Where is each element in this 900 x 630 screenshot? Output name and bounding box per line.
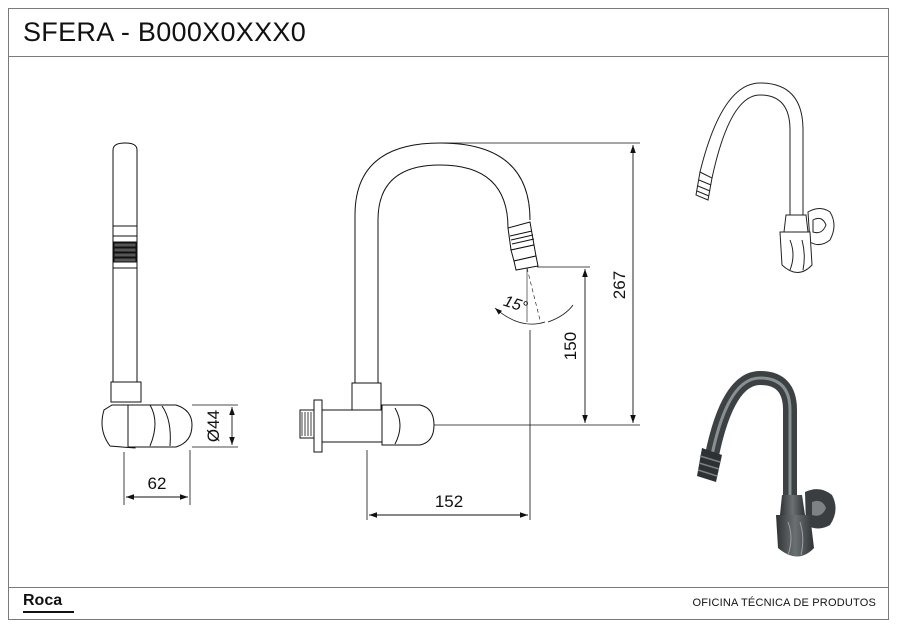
front-view (299, 142, 640, 520)
isometric-shaded-view (697, 370, 836, 557)
side-view (101, 142, 238, 505)
isometric-line-view (695, 82, 835, 273)
drawing-sheet: SFERA - B000X0XXX0 Roca OFICINA TÉCNICA … (8, 8, 889, 620)
drawing-title: SFERA - B000X0XXX0 (23, 17, 307, 47)
title-block: SFERA - B000X0XXX0 (9, 9, 888, 57)
dim-reach-152: 152 (435, 492, 463, 511)
brand-underline (23, 611, 74, 613)
dim-angle-15: 15° (501, 293, 530, 317)
dim-total-height-267: 267 (610, 271, 629, 299)
footer-block: Roca OFICINA TÉCNICA DE PRODUTOS (9, 587, 888, 619)
office-label: OFICINA TÉCNICA DE PRODUTOS (692, 597, 876, 609)
dim-diameter-44: Ø44 (204, 410, 223, 442)
brand-logo: Roca (23, 592, 63, 609)
dim-width-62: 62 (148, 474, 167, 493)
dim-spout-height-150: 150 (561, 332, 580, 360)
